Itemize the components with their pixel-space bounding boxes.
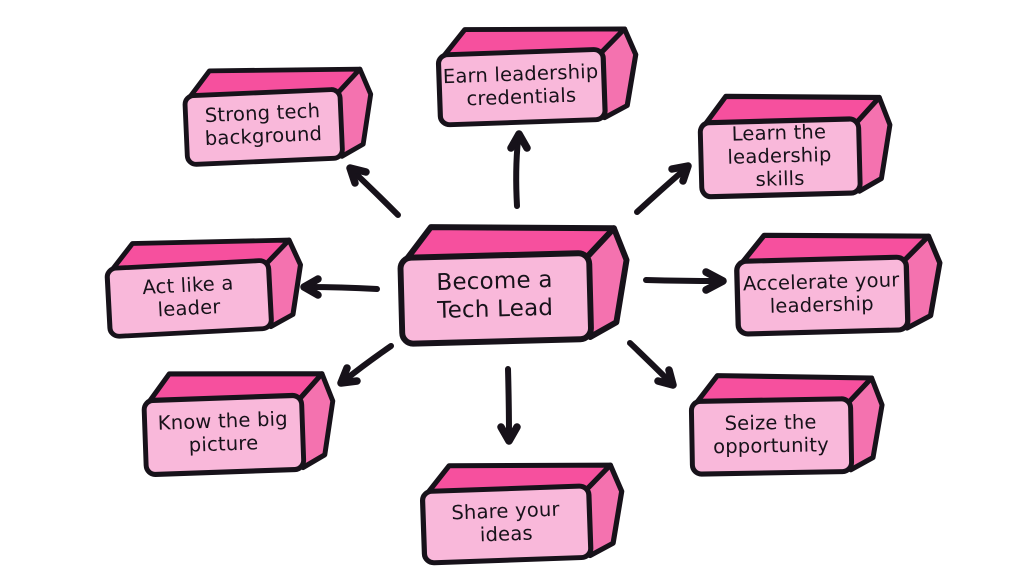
- node-earn-leadership-credentials: Earn leadership credentials: [430, 15, 640, 128]
- node-label: Accelerate your leadership: [742, 268, 900, 318]
- node-share-your-ideas: Share your ideas: [414, 451, 626, 566]
- node-label: Act like a leader: [141, 271, 235, 322]
- node-know-the-big-picture: Know the big picture: [136, 360, 337, 479]
- arrow-to-act-like-a-leader: [300, 275, 380, 299]
- node-learn-the-leadership-skills: Learn the leadership skills: [693, 83, 894, 200]
- node-label: Seize the opportunity: [712, 410, 830, 459]
- center-node-label: Become a Tech Lead: [436, 267, 554, 324]
- node-accelerate-your-leadership: Accelerate your leadership: [729, 222, 944, 338]
- arrow-to-earn-leadership-credentials: [507, 130, 531, 209]
- node-label: Know the big picture: [157, 407, 289, 458]
- arrow-to-strong-tech-background: [346, 164, 401, 218]
- node-become-a-tech-lead: Become a Tech Lead: [391, 212, 630, 348]
- arrow-to-accelerate-your-leadership: [643, 268, 727, 294]
- node-strong-tech-background: Strong tech background: [177, 56, 375, 168]
- node-label: Learn the leadership skills: [727, 120, 832, 191]
- arrow-to-learn-the-leadership-skills: [634, 162, 692, 215]
- node-seize-the-opportunity: Seize the opportunity: [684, 364, 885, 477]
- node-label: Strong tech background: [204, 99, 323, 151]
- node-act-like-a-leader: Act like a leader: [98, 227, 305, 340]
- arrow-to-share-your-ideas: [497, 366, 521, 445]
- node-label: Earn leadership credentials: [442, 59, 599, 111]
- node-label: Share your ideas: [450, 497, 561, 547]
- arrow-to-know-the-big-picture: [337, 343, 394, 387]
- arrow-to-seize-the-opportunity: [627, 340, 677, 389]
